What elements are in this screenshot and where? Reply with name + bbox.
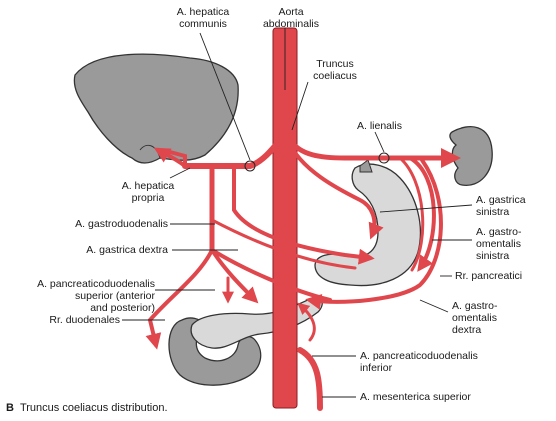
a-lienalis (287, 137, 461, 168)
caption-letter: B (6, 402, 14, 414)
a-pancreaticoduod-sup-2 (210, 248, 259, 304)
label-aorta: Aorta abdominalis (262, 6, 320, 30)
label-gastroduodenalis: A. gastroduodenalis (75, 218, 168, 230)
label-gastrica-dextra: A. gastrica dextra (86, 244, 168, 256)
label-pancreaticoduod-inf: A. pancreaticoduodenalis inferior (360, 350, 478, 374)
label-rr-duodenales: Rr. duodenales (49, 314, 120, 326)
label-gastroomentalis-dextra: A. gastro- omentalis dextra (452, 300, 498, 336)
a-pancreaticoduod-sup (145, 248, 214, 350)
label-truncus: Truncus coeliacus (313, 58, 357, 82)
spleen-shape (449, 126, 493, 186)
label-hepatica-propria: A. hepatica propria (121, 180, 175, 204)
rr-pancreatici (305, 158, 443, 310)
a-gastroomentalis-sinistra (408, 156, 436, 272)
label-pancreaticoduod-sup: A. pancreaticoduodenalis superior (anter… (37, 278, 155, 314)
liver-shape (73, 53, 239, 164)
leader-lines (122, 28, 473, 398)
label-hepatica-communis: A. hepatica communis (176, 6, 230, 30)
label-gastroomentalis-sinistra: A. gastro- omentalis sinistra (476, 226, 522, 262)
label-mesenterica-superior: A. mesenterica superior (360, 391, 471, 403)
label-gastrica-sinistra: A. gastrica sinistra (476, 194, 526, 218)
figure-caption: B Truncus coeliacus distribution. (6, 402, 168, 414)
a-gastroomentalis-dextra (210, 248, 332, 302)
arteries (145, 137, 461, 411)
caption-text: Truncus coeliacus distribution. (19, 402, 168, 414)
a-gastrica-sinistra (286, 138, 384, 240)
a-hepatica-propria (158, 150, 187, 168)
a-mesenterica-superior (297, 347, 323, 411)
a-hepatica-communis (182, 137, 283, 169)
a-pancreaticoduod-inf (297, 302, 316, 342)
label-rr-pancreatici: Rr. pancreatici (455, 270, 523, 282)
a-gastrica-dextra (232, 164, 375, 265)
label-lienalis: A. lienalis (357, 120, 402, 132)
pancreas-shape (190, 296, 323, 349)
a-gastroduod-to-dextra (210, 218, 357, 270)
a-lienalis-branch (398, 156, 425, 272)
